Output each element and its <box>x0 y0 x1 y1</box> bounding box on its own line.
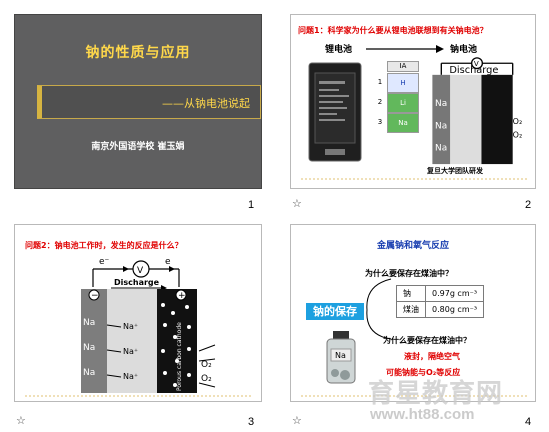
slide-3-number: 3 <box>248 416 255 428</box>
arrow-right-icon <box>366 45 444 53</box>
element-cell: H <box>387 73 419 93</box>
answer-reaction: 可能钠能与O₂等反应 <box>386 368 461 377</box>
question-a: 为什么要保存在煤油中？ <box>365 269 453 278</box>
slide-1-number: 1 <box>248 199 255 211</box>
svg-text:O₂: O₂ <box>513 117 523 126</box>
group-header: IA <box>387 61 419 72</box>
svg-text:Discharge: Discharge <box>449 65 498 76</box>
footer-rule <box>301 395 529 397</box>
element-cell: Na <box>387 113 419 133</box>
discharge-label: Discharge <box>114 278 160 287</box>
na-label-2: Na <box>83 343 95 353</box>
table-cell: 0.97g cm⁻³ <box>424 285 485 302</box>
table-row: 煤油 0.80g cm⁻³ <box>396 301 485 318</box>
plus-label: + <box>178 291 186 301</box>
slide-2-caption: 复旦大学团队研发 <box>427 167 483 175</box>
table-cell: 0.80g cm⁻³ <box>424 301 485 318</box>
slide-4-number: 4 <box>525 416 532 428</box>
voltmeter-icon <box>132 260 150 278</box>
watermark-text: 育星教育网 <box>368 379 504 409</box>
table-row: 钠 0.97g cm⁻³ <box>396 285 485 302</box>
table-cell: 煤油 <box>396 301 426 318</box>
slide-3[interactable]: 问题2：钠电池工作时，发生的反应是什么？ V e⁻ e Discharge − … <box>14 224 262 402</box>
slide-4[interactable]: 金属钠和氧气反应 为什么要保存在煤油中？ 钠的保存 钠 0.97g cm⁻³ 煤… <box>290 224 536 402</box>
subtitle-banner: ——从钠电池说起 <box>37 85 261 119</box>
footer-rule <box>25 395 253 397</box>
lithium-battery-label: 锂电池 <box>325 45 353 55</box>
period-row: 1 <box>377 78 383 86</box>
site-watermark: 育星教育网 www.ht88.com <box>368 373 544 427</box>
slide-2-star-icon: ☆ <box>292 197 302 210</box>
slide-2-question: 问题1：科学家为什么要从锂电池联想到有关钠电池？ <box>298 26 488 35</box>
o2-label-2: O₂ <box>201 374 212 384</box>
slide-4-title: 金属钠和氧气反应 <box>376 241 449 251</box>
sodium-battery-label: 钠电池 <box>450 45 478 55</box>
na-ion-1: Na⁺ <box>123 322 138 331</box>
periodic-table-strip: IA 1 2 3 H Li Na <box>375 61 419 135</box>
sodium-battery-diagram[interactable]: V e⁻ e Discharge − Na Na Na Na⁺ Na⁺ Na⁺ … <box>69 255 219 395</box>
slide-3-question: 问题2：钠电池工作时，发生的反应是什么？ <box>25 241 183 250</box>
slide-1-subtitle: ——从钠电池说起 <box>162 97 250 110</box>
slide-1-title[interactable]: 钠的性质与应用 ——从钠电池说起 南京外国语学校 崔玉娟 <box>14 14 262 189</box>
sodium-bottle-image: Na <box>326 331 356 384</box>
sodium-storage-label: 钠的保存 <box>306 303 364 320</box>
question-b: 为什么要保存在煤油中？ <box>383 336 471 345</box>
density-table: 钠 0.97g cm⁻³ 煤油 0.80g cm⁻³ <box>396 285 485 318</box>
footer-rule <box>301 178 529 180</box>
element-cell: Li <box>387 93 419 113</box>
svg-text:Na: Na <box>435 99 447 109</box>
voltmeter-label: V <box>137 266 144 276</box>
period-row: 3 <box>377 118 383 126</box>
na-ion-3: Na⁺ <box>123 372 138 381</box>
electron-label-left: e⁻ <box>99 257 110 267</box>
slide-2-number: 2 <box>525 199 532 211</box>
svg-text:O₂: O₂ <box>513 130 523 139</box>
slide-2[interactable]: 问题1：科学家为什么要从锂电池联想到有关钠电池？ 锂电池 钠电池 IA 1 2 … <box>290 14 536 189</box>
period-row: 2 <box>377 98 383 106</box>
cathode-label: Porous carbon cathode <box>176 322 183 391</box>
electron-label-right: e <box>165 257 171 267</box>
svg-text:V: V <box>474 59 479 68</box>
svg-text:Na: Na <box>435 144 447 154</box>
na-label-1: Na <box>83 318 95 328</box>
sodium-battery-diagram-small: V Discharge Na Na Na O₂ O₂ <box>432 57 523 165</box>
slide-3-star-icon: ☆ <box>16 414 26 427</box>
watermark-url: www.ht88.com <box>370 406 475 423</box>
na-label-3: Na <box>83 368 95 378</box>
o2-label-1: O₂ <box>201 360 212 370</box>
svg-text:Na: Na <box>435 121 447 131</box>
bracket-lines <box>366 278 392 340</box>
minus-label: − <box>91 291 99 301</box>
bottle-label: Na <box>335 351 346 360</box>
slide-1-heading: 钠的性质与应用 <box>85 45 191 61</box>
lithium-battery-image <box>308 62 362 162</box>
slide-4-star-icon: ☆ <box>292 414 302 427</box>
na-ion-2: Na⁺ <box>123 347 138 356</box>
table-cell: 钠 <box>396 285 426 302</box>
answer-liquid-seal: 液封，隔绝空气 <box>404 352 460 361</box>
slide-1-author: 南京外国语学校 崔玉娟 <box>91 142 185 152</box>
